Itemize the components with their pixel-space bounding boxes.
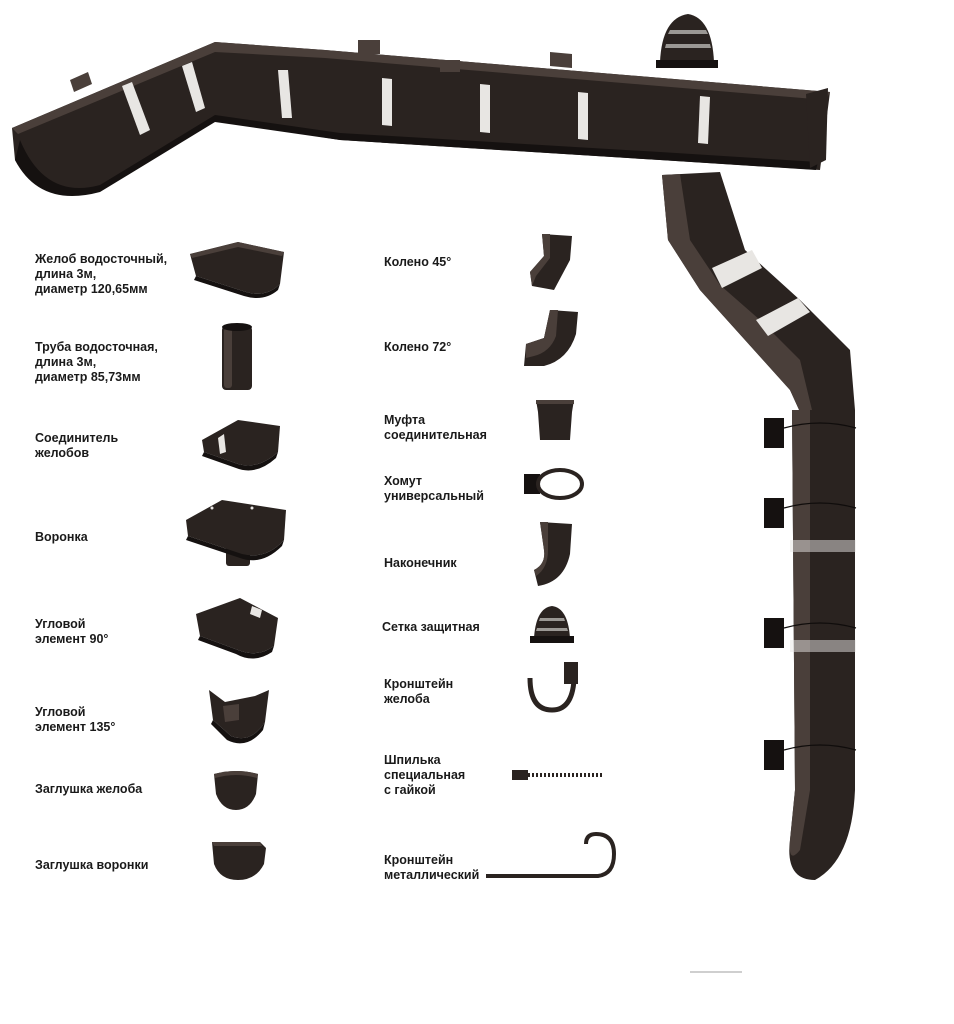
downpipe-assembled <box>662 172 857 880</box>
stud-icon <box>512 770 604 780</box>
label-elbow-45: Колено 45° <box>384 255 452 269</box>
leaf-guard-icon <box>530 606 574 643</box>
funnel-cap-icon <box>212 842 266 880</box>
gutter-run <box>12 40 830 196</box>
label-gutter-connector: Соединитель желобов <box>35 431 119 460</box>
label-gutter-bracket: Кронштейн желоба <box>384 677 454 706</box>
label-gutter: Желоб водосточный, длина 3м, диаметр 120… <box>35 252 168 296</box>
leaf-guard-assembled <box>656 14 718 68</box>
gutter-bracket-icon <box>527 662 578 713</box>
gutter-icon <box>190 242 284 298</box>
label-funnel: Воронка <box>35 530 88 544</box>
elbow-72-icon <box>524 310 578 366</box>
funnel-icon <box>186 500 286 566</box>
clamp-icon <box>524 468 584 500</box>
label-leaf-guard: Сетка защитная <box>382 620 480 634</box>
gutter-cap-icon <box>214 771 258 810</box>
gutter-connector-icon <box>202 420 280 471</box>
corner-90-icon <box>196 598 278 659</box>
label-stud: Шпилька специальная с гайкой <box>384 753 466 797</box>
label-coupling: Муфта соединительная <box>384 413 487 442</box>
coupling-icon <box>536 400 574 440</box>
elbow-45-icon <box>530 234 572 290</box>
label-elbow-72: Колено 72° <box>384 340 452 354</box>
outlet-icon <box>534 522 572 586</box>
label-metal-bracket: Кронштейн металлический <box>384 853 480 882</box>
label-gutter-cap: Заглушка желоба <box>35 782 143 796</box>
corner-135-icon <box>209 690 269 744</box>
label-funnel-cap: Заглушка воронки <box>35 858 149 872</box>
label-pipe: Труба водосточная, длина 3м, диаметр 85,… <box>35 340 158 384</box>
label-clamp: Хомут универсальный <box>384 474 484 503</box>
label-outlet: Наконечник <box>384 556 457 570</box>
pipe-icon <box>222 323 252 390</box>
label-corner-135: Угловой элемент 135° <box>35 705 116 734</box>
pipe-clamps <box>764 418 857 770</box>
label-corner-90: Угловой элемент 90° <box>35 617 109 646</box>
metal-bracket-icon <box>486 831 617 878</box>
